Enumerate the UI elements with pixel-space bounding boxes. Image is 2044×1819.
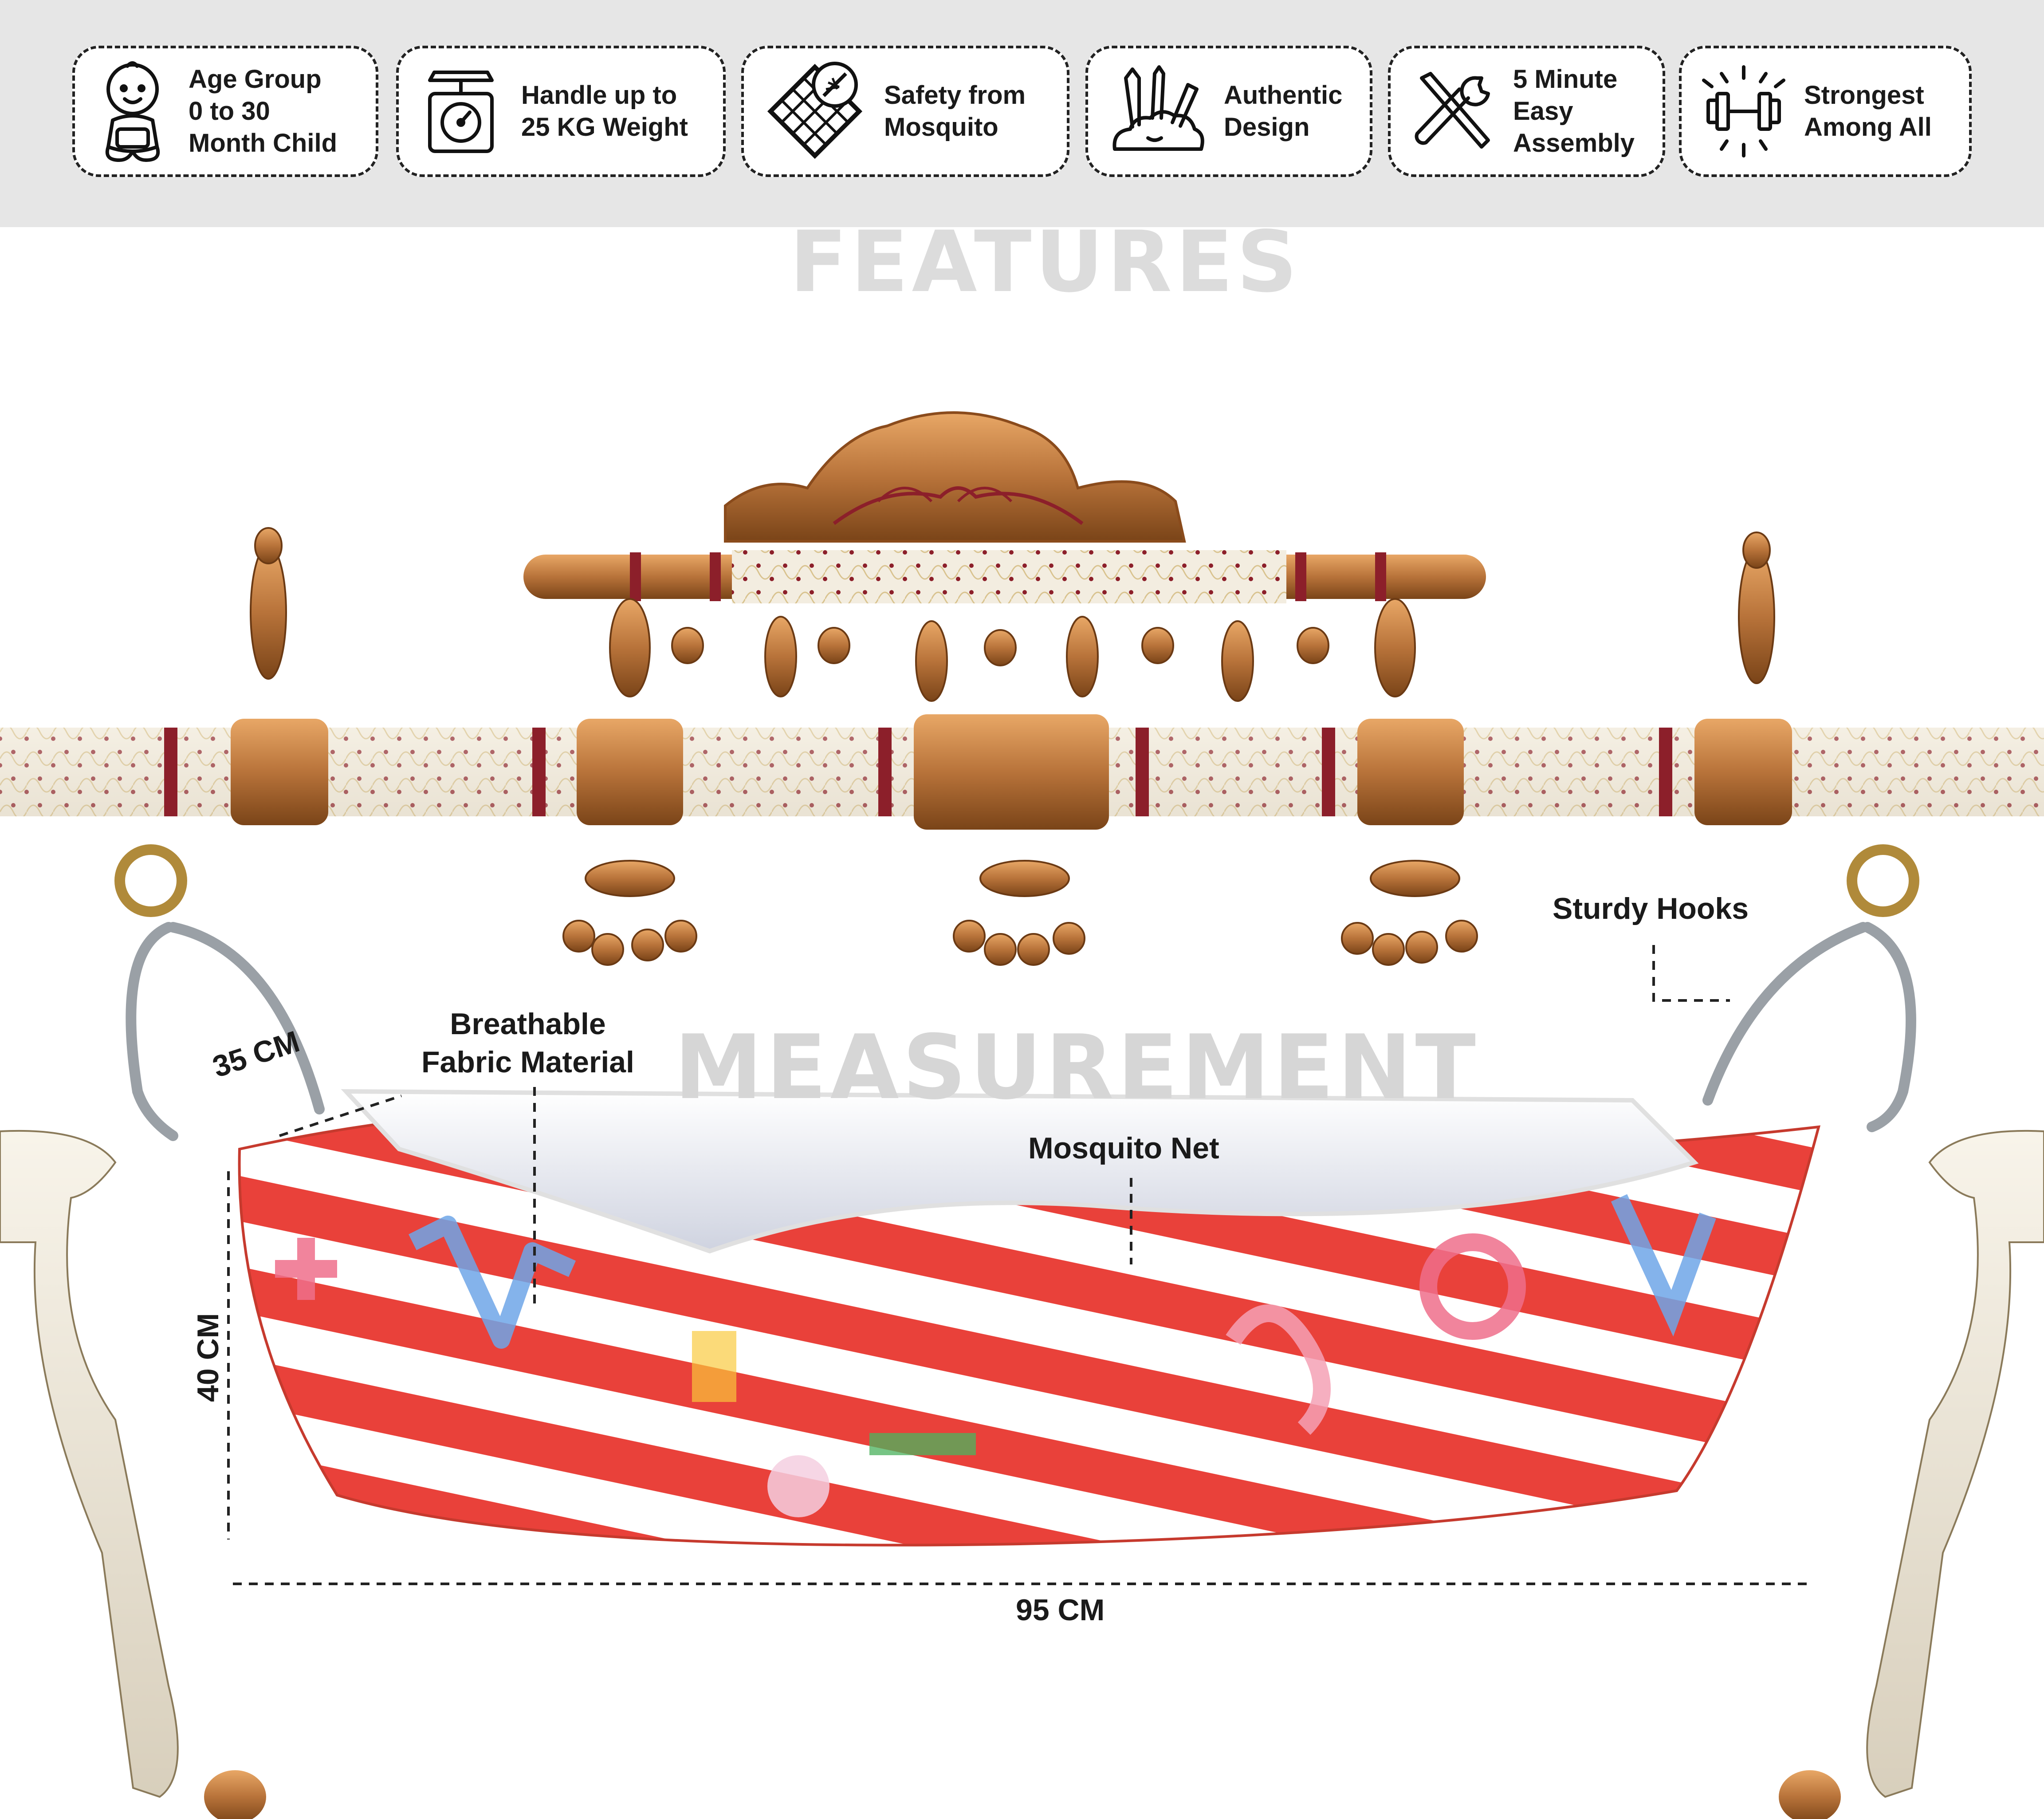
tools-icon (1415, 72, 1490, 149)
callout-line: Breathable (450, 1007, 606, 1041)
breathable-fabric-label: Breathable Fabric Material (421, 1005, 634, 1081)
feature-card-age: Age Group 0 to 30 Month Child (72, 46, 378, 177)
callout-line: Fabric Material (421, 1045, 634, 1079)
feature-line: Age Group (189, 65, 322, 94)
mosquito-net-label: Mosquito Net (1028, 1131, 1219, 1165)
feature-line: 25 KG Weight (521, 113, 688, 142)
feature-line: Month Child (189, 129, 338, 157)
features-heading: FEATURES (790, 213, 1301, 311)
baby-icon (105, 61, 160, 162)
feature-line: Design (1224, 113, 1310, 142)
feature-line: 0 to 30 (189, 97, 270, 126)
feature-card-strength: Strongest Among All (1679, 46, 1972, 177)
dumbbell-icon (1702, 65, 1785, 157)
feature-line: Easy (1513, 97, 1573, 126)
feature-text-strength: Strongest Among All (1804, 79, 1932, 143)
feature-text-design: Authentic Design (1224, 79, 1342, 143)
feature-card-design: Authentic Design (1085, 46, 1372, 177)
feature-text-age: Age Group 0 to 30 Month Child (189, 63, 337, 159)
art-tools-icon (1112, 65, 1204, 151)
mosquito-net-icon (767, 62, 863, 159)
feature-card-assembly: 5 Minute Easy Assembly (1388, 46, 1665, 177)
feature-text-assembly: 5 Minute Easy Assembly (1513, 63, 1635, 159)
feature-line: Mosquito (884, 113, 998, 142)
width-dimension-label: 95 CM (1016, 1593, 1105, 1627)
feature-text-weight: Handle up to 25 KG Weight (521, 79, 688, 143)
sturdy-hooks-label: Sturdy Hooks (1553, 892, 1749, 925)
feature-line: Authentic (1224, 81, 1343, 110)
weighing-scale-icon (428, 71, 494, 153)
feature-line: Safety from (884, 81, 1026, 110)
feature-line: Assembly (1513, 129, 1635, 157)
feature-card-mosquito: Safety from Mosquito (741, 46, 1069, 177)
feature-card-weight: Handle up to 25 KG Weight (396, 46, 726, 177)
feature-line: Strongest (1804, 81, 1924, 110)
height-dimension-label: 40 CM (191, 1313, 225, 1402)
measurement-heading: MEASUREMENT (674, 1016, 1479, 1119)
feature-line: Among All (1804, 113, 1932, 142)
feature-line: 5 Minute (1513, 65, 1618, 94)
feature-text-mosquito: Safety from Mosquito (884, 79, 1026, 143)
cradle-product-photo (0, 411, 2044, 1819)
feature-line: Handle up to (521, 81, 677, 110)
